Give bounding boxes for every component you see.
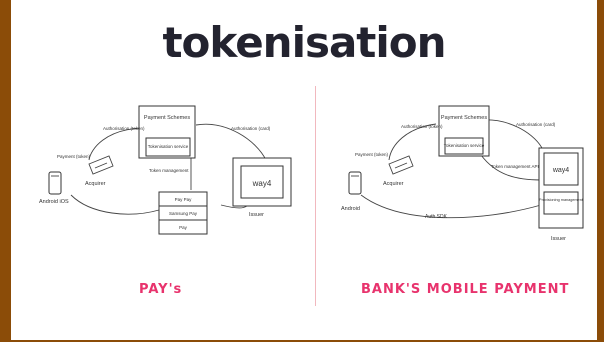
right-tokenisation-service-box <box>444 137 484 155</box>
right-payment-tokens: Payment (token) <box>355 152 389 157</box>
left-issuer-label: Issuer <box>249 212 264 218</box>
right-line-phone-issuer <box>360 194 542 219</box>
right-issuer-label: Issuer <box>551 236 566 242</box>
left-pay-label-2: Samsung Pay <box>169 211 198 216</box>
right-auth-sdk-label: Auth SDK <box>425 214 448 220</box>
right-phone-icon <box>348 171 362 195</box>
right-diagram: Payment Schemes Tokenisation service Aut… <box>341 105 584 242</box>
left-pay-label-1: Pay Pay <box>175 197 193 202</box>
slide: tokenisation Payment Schemes Tokenisatio… <box>11 0 597 340</box>
left-line-phone-pay <box>70 194 160 215</box>
left-issuer-brand: way4 <box>252 179 272 188</box>
left-tokenisation-service-box <box>145 137 191 157</box>
right-android-label: Android <box>341 206 360 212</box>
right-issuer-brand: way4 <box>552 167 569 174</box>
panel-divider <box>315 86 316 306</box>
left-authorisation-tokens-left: Authorisation (token) <box>103 126 145 131</box>
left-diagram: Payment Schemes Tokenisation service Aut… <box>39 105 292 235</box>
right-acquirer-label: Acquirer <box>383 181 404 187</box>
slide-title: tokenisation <box>162 18 446 67</box>
right-provisioning-box <box>543 191 579 215</box>
right-tokenisation-service-label: Tokenisation service <box>444 143 485 148</box>
left-authorisation-tokens-right: Authorisation (card) <box>231 126 271 131</box>
right-provisioning-label: Provisioning management <box>539 198 584 202</box>
right-caption: BANK'S MOBILE PAYMENT <box>361 282 570 297</box>
right-issuer-screen <box>543 152 579 186</box>
left-phone-icon <box>48 171 62 195</box>
right-line-scheme-acquirer <box>388 123 437 161</box>
right-authorisation-tokens-left: Authorisation (token) <box>401 124 443 129</box>
right-token-management-label: Token management API <box>491 164 539 169</box>
left-payment-schemes-label: Payment Schemes <box>144 115 190 121</box>
left-tokenisation-service-label: Tokenisation service <box>148 144 189 149</box>
diagram-canvas: Payment Schemes Tokenisation service Aut… <box>39 105 584 242</box>
left-pay-label-3: Pay <box>179 225 188 230</box>
left-payment-tokens: Payment (token) <box>57 154 91 159</box>
left-pos-terminal-icon <box>88 155 114 175</box>
left-android-ios-label: Android iOS <box>39 199 69 205</box>
left-line-scheme-acquirer <box>88 127 142 161</box>
left-pay-box-3 <box>158 219 208 235</box>
right-line-tsp-issuer <box>480 154 542 181</box>
right-authorisation-tokens-right: Authorisation (card) <box>516 122 556 127</box>
left-token-management-label: Token management <box>149 168 189 173</box>
left-line-scheme-issuer <box>195 123 267 161</box>
right-payment-schemes-label: Payment Schemes <box>441 115 487 121</box>
left-caption: PAY's <box>139 282 183 297</box>
right-pos-terminal-icon <box>388 155 414 175</box>
left-issuer-inner-box <box>240 165 284 199</box>
left-acquirer-label: Acquirer <box>85 181 106 187</box>
